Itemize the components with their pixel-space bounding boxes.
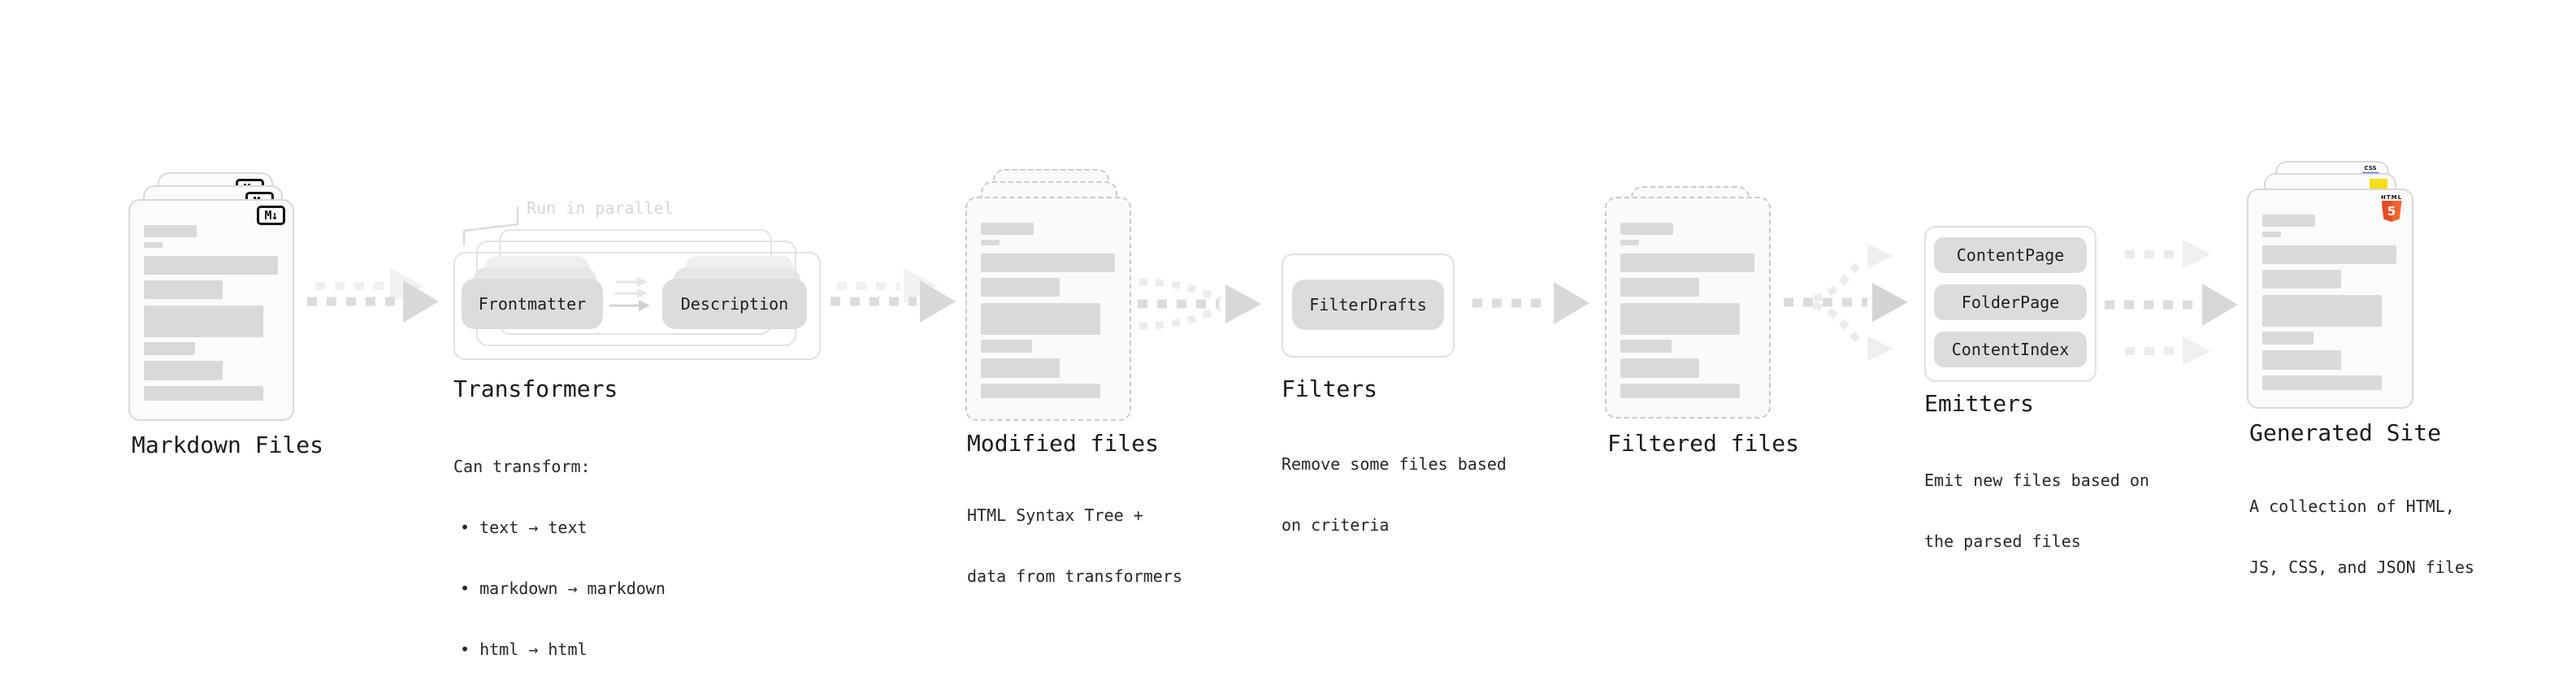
text-placeholder-bar bbox=[2262, 375, 2382, 390]
caption-line: • markdown → markdown bbox=[460, 579, 666, 598]
caption-line: Remove some files based bbox=[1281, 454, 1507, 474]
modified-file-front-sheet bbox=[965, 197, 1131, 421]
text-placeholder-bar bbox=[981, 358, 1060, 378]
filters-label: Filters bbox=[1281, 375, 1378, 402]
text-placeholder-bar bbox=[2262, 245, 2396, 264]
filtered-file-front-sheet bbox=[1605, 197, 1771, 419]
text-placeholder-bar bbox=[144, 225, 197, 237]
markdown-files-label: Markdown Files bbox=[132, 432, 324, 458]
text-placeholder-bar bbox=[2262, 350, 2341, 370]
text-placeholder-bar bbox=[1620, 303, 1740, 335]
arrow-filters-to-filtered bbox=[1472, 282, 1589, 324]
text-placeholder-bar bbox=[1620, 278, 1699, 297]
arrow-emitters-to-site-middle bbox=[2105, 284, 2238, 326]
text-placeholder-bar bbox=[144, 280, 223, 299]
filterdrafts-pill: FilterDrafts bbox=[1292, 280, 1444, 330]
text-placeholder-bar bbox=[981, 340, 1032, 353]
transformers-frame-front bbox=[453, 252, 821, 360]
text-placeholder-bar bbox=[981, 278, 1060, 297]
folderpage-pill: FolderPage bbox=[1934, 284, 2087, 320]
text-placeholder-bar bbox=[981, 303, 1100, 335]
text-placeholder-bar bbox=[1620, 254, 1754, 272]
run-in-parallel-leader-line bbox=[462, 206, 519, 245]
emitters-label: Emitters bbox=[1924, 390, 2034, 417]
html5-icon-number: 5 bbox=[2387, 204, 2396, 219]
html-file-front-sheet: HTML 5 bbox=[2247, 189, 2413, 409]
transformers-label: Transformers bbox=[453, 375, 618, 402]
caption-line: • text → text bbox=[460, 518, 588, 537]
modified-files-caption: HTML Syntax Tree + data from transformer… bbox=[967, 465, 1182, 627]
text-placeholder-bar bbox=[1620, 340, 1672, 353]
generated-site-label: Generated Site bbox=[2249, 419, 2442, 446]
text-placeholder-bar bbox=[144, 306, 263, 337]
text-placeholder-bar bbox=[144, 386, 263, 401]
filtered-files-label: Filtered files bbox=[1607, 430, 1800, 457]
html5-icon-shield: 5 bbox=[2381, 201, 2402, 222]
javascript-icon bbox=[2370, 179, 2387, 189]
text-placeholder-bar bbox=[144, 242, 163, 248]
text-placeholder-bar bbox=[144, 361, 223, 380]
text-placeholder-bar bbox=[2262, 295, 2382, 327]
description-pill: Description bbox=[662, 279, 807, 329]
caption-line: HTML Syntax Tree + bbox=[967, 505, 1143, 525]
text-placeholder-bar bbox=[1620, 240, 1639, 245]
caption-line: the parsed files bbox=[1924, 531, 2081, 551]
text-placeholder-bar bbox=[2262, 215, 2315, 227]
filters-caption: Remove some files based on criteria bbox=[1281, 414, 1507, 576]
modified-files-label: Modified files bbox=[967, 430, 1160, 457]
text-placeholder-bar bbox=[2262, 232, 2281, 237]
text-placeholder-bar bbox=[1620, 223, 1673, 235]
text-placeholder-bar bbox=[1620, 384, 1740, 398]
caption-line: Can transform: bbox=[453, 457, 591, 476]
css-icon-label: CSS bbox=[2364, 165, 2377, 171]
arrow-modified-to-filters bbox=[1138, 278, 1261, 330]
text-placeholder-bar bbox=[981, 384, 1100, 398]
caption-line: A collection of HTML, bbox=[2249, 497, 2455, 516]
text-placeholder-bar bbox=[981, 223, 1034, 235]
arrow-transformers-to-modified bbox=[830, 268, 956, 323]
text-placeholder-bar bbox=[144, 342, 195, 355]
markdown-file-front-sheet: M↓ bbox=[128, 199, 294, 421]
text-placeholder-bar bbox=[2262, 332, 2314, 345]
caption-line: Emit new files based on bbox=[1924, 471, 2149, 490]
contentindex-pill: ContentIndex bbox=[1934, 332, 2087, 367]
transformer-step-arrows bbox=[609, 277, 650, 311]
text-placeholder-bar bbox=[981, 240, 1000, 245]
arrow-emitters-to-site-bottom bbox=[2125, 336, 2210, 366]
arrow-markdown-to-transformers bbox=[307, 268, 439, 323]
text-placeholder-bar bbox=[981, 254, 1115, 272]
text-placeholder-bar bbox=[144, 256, 278, 275]
arrow-filtered-to-emitters bbox=[1784, 244, 1908, 361]
text-placeholder-bar bbox=[1620, 358, 1699, 378]
markdown-icon: M↓ bbox=[257, 206, 285, 225]
contentpage-pill: ContentPage bbox=[1934, 237, 2087, 273]
arrow-emitters-to-site-top bbox=[2125, 240, 2210, 269]
text-placeholder-bar bbox=[2262, 270, 2341, 288]
html5-icon: HTML 5 bbox=[2381, 194, 2402, 222]
caption-line: JS, CSS, and JSON files bbox=[2249, 557, 2474, 577]
html5-icon-label: HTML bbox=[2381, 194, 2403, 201]
caption-line: on criteria bbox=[1281, 515, 1390, 535]
caption-line: data from transformers bbox=[967, 566, 1182, 586]
frontmatter-pill: Frontmatter bbox=[462, 279, 603, 329]
generated-site-caption: A collection of HTML, JS, CSS, and JSON … bbox=[2249, 456, 2474, 618]
caption-line: • html → html bbox=[460, 640, 588, 659]
run-in-parallel-annotation: Run in parallel bbox=[527, 198, 674, 218]
emitters-caption: Emit new files based on the parsed files bbox=[1924, 430, 2149, 592]
transformers-caption: Can transform: • text → text • markdown … bbox=[453, 416, 666, 681]
